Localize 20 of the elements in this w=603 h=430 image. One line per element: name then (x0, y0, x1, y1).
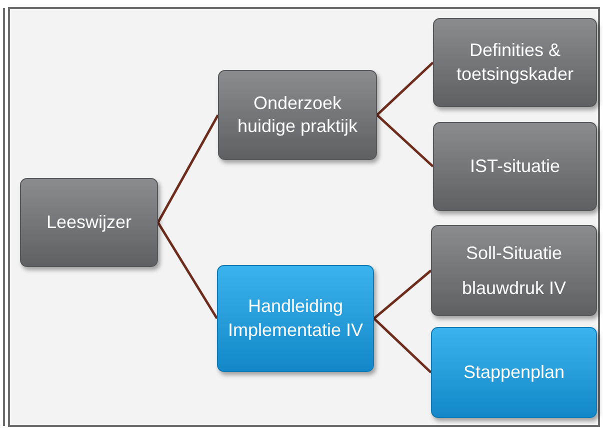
connector-line (156, 222, 218, 320)
box-label: Soll-Situatie blauwdruk IV (460, 242, 568, 300)
process-box (431, 327, 597, 418)
connector-line (156, 114, 220, 224)
box-label: Leeswijzer (46, 210, 132, 234)
box-label: Onderzoek huidige praktijk (236, 92, 359, 138)
box-label: IST-situatie (470, 154, 560, 178)
connector-line (376, 62, 434, 116)
process-box (20, 178, 158, 267)
box-label: Stappenplan (463, 360, 565, 384)
box-label: Handleiding Implementatie IV (226, 295, 364, 342)
process-box (217, 265, 374, 372)
connector-line (373, 270, 432, 320)
process-box (431, 225, 597, 316)
process-box (433, 122, 597, 211)
connector-line (376, 114, 434, 168)
process-box (433, 18, 597, 107)
box-label: Definities & toetsingskader (455, 39, 575, 86)
connector-line (373, 318, 432, 374)
process-box (218, 70, 377, 160)
